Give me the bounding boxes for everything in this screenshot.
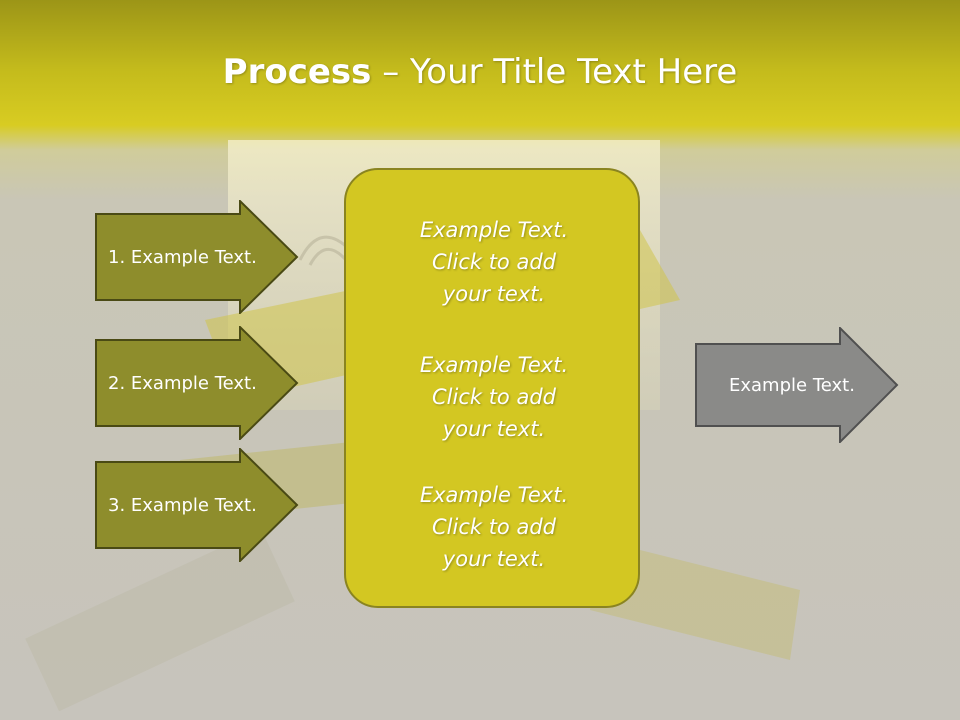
title-bold: Process bbox=[222, 52, 372, 92]
arrow-shape-icon bbox=[95, 326, 299, 440]
center-item-line: Example Text. bbox=[419, 483, 569, 507]
center-item-1: Example Text. Click to add your text. bbox=[346, 214, 642, 310]
center-item-line: your text. bbox=[442, 282, 546, 306]
center-text-box[interactable]: Example Text. Click to add your text. Ex… bbox=[344, 168, 640, 608]
center-item-line: Click to add bbox=[431, 250, 556, 274]
step-arrow-1[interactable]: 1. Example Text. bbox=[95, 200, 299, 314]
center-item-2: Example Text. Click to add your text. bbox=[346, 349, 642, 445]
arrow-shape-icon bbox=[95, 448, 299, 562]
slide-title: Process – Your Title Text Here bbox=[0, 52, 960, 92]
step-arrow-label: 1. Example Text. bbox=[108, 246, 257, 268]
result-arrow[interactable]: Example Text. bbox=[695, 327, 899, 443]
arrow-shape-icon bbox=[95, 200, 299, 314]
step-arrow-3[interactable]: 3. Example Text. bbox=[95, 448, 299, 562]
center-item-line: your text. bbox=[442, 547, 546, 571]
result-arrow-label: Example Text. bbox=[729, 374, 855, 396]
center-item-line: Click to add bbox=[431, 515, 556, 539]
center-item-line: Click to add bbox=[431, 385, 556, 409]
step-arrow-label: 3. Example Text. bbox=[108, 494, 257, 516]
arrow-shape-icon bbox=[695, 327, 899, 443]
center-item-line: your text. bbox=[442, 417, 546, 441]
step-arrow-2[interactable]: 2. Example Text. bbox=[95, 326, 299, 440]
center-item-3: Example Text. Click to add your text. bbox=[346, 479, 642, 575]
step-arrow-label: 2. Example Text. bbox=[108, 372, 257, 394]
center-item-line: Example Text. bbox=[419, 218, 569, 242]
title-rest: Your Title Text Here bbox=[410, 52, 738, 92]
center-item-line: Example Text. bbox=[419, 353, 569, 377]
title-dash: – bbox=[371, 52, 411, 92]
